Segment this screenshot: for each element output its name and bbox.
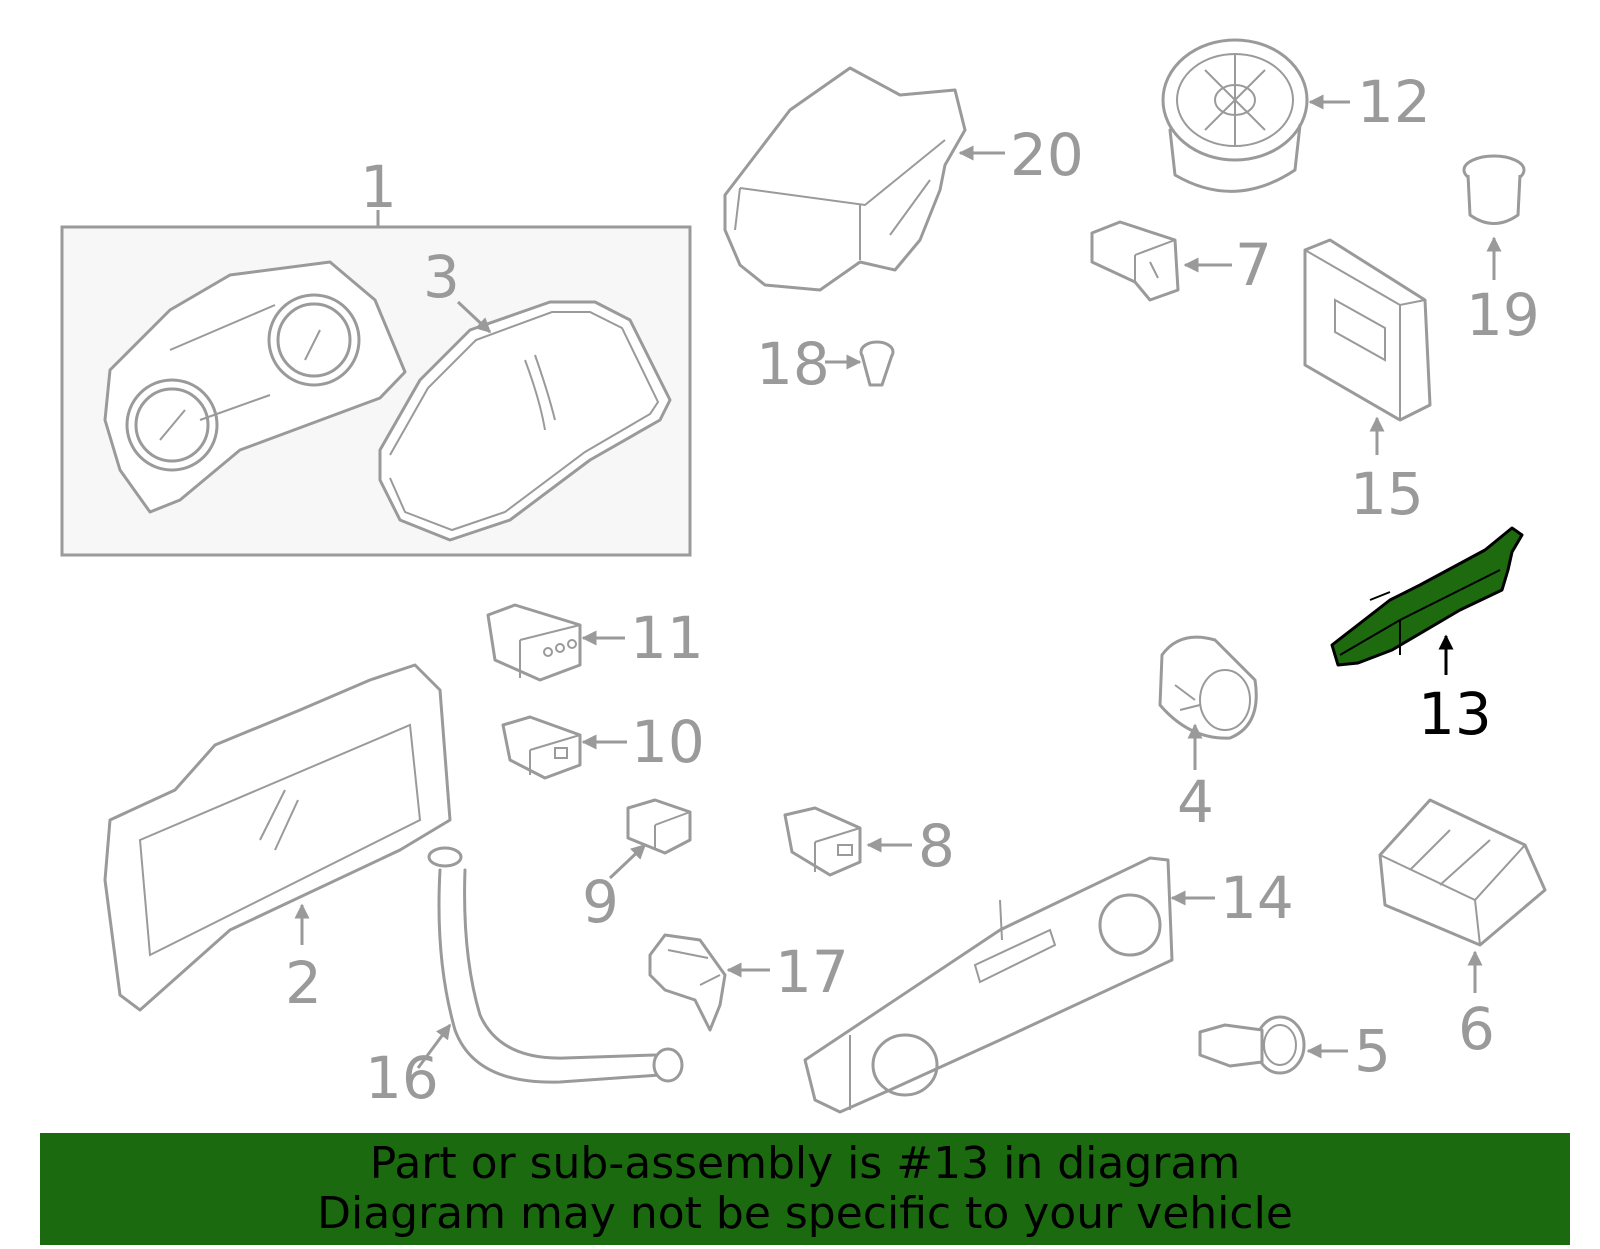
- callout-11: 11: [630, 604, 704, 672]
- part-15-control-module[interactable]: [1303, 238, 1432, 422]
- callout-9: 9: [582, 868, 619, 936]
- part-5-connector[interactable]: [1198, 1015, 1306, 1075]
- part-13-highlighted-module[interactable]: [1330, 526, 1524, 667]
- callout-13: 13: [1418, 680, 1492, 748]
- part-7-switch[interactable]: [1090, 220, 1180, 302]
- part-6-bracket[interactable]: [1378, 798, 1547, 947]
- callout-17: 17: [775, 938, 849, 1006]
- callout-5: 5: [1354, 1017, 1391, 1085]
- callout-14: 14: [1220, 864, 1294, 932]
- part-11-switch[interactable]: [486, 603, 582, 682]
- part-17-sensor[interactable]: [648, 933, 727, 1032]
- part-1-cluster-housing[interactable]: [103, 260, 407, 514]
- footer-banner: Part or sub-assembly is #13 in diagram D…: [40, 1133, 1570, 1245]
- callout-16: 16: [365, 1044, 439, 1112]
- callout-4: 4: [1177, 768, 1214, 836]
- part-9-switch[interactable]: [626, 798, 692, 855]
- part-16-duct[interactable]: [427, 846, 684, 1084]
- callout-7: 7: [1235, 231, 1272, 299]
- part-4-knob[interactable]: [1158, 635, 1258, 740]
- callout-1: 1: [360, 153, 397, 221]
- callout-18: 18: [756, 330, 830, 398]
- part-8-switch[interactable]: [783, 806, 862, 877]
- callout-6: 6: [1458, 995, 1495, 1063]
- part-14-climate-panel[interactable]: [803, 856, 1174, 1114]
- callout-2: 2: [285, 949, 322, 1017]
- callout-10: 10: [631, 708, 705, 776]
- callout-3: 3: [423, 243, 460, 311]
- callout-8: 8: [918, 812, 955, 880]
- callout-12: 12: [1357, 68, 1431, 136]
- part-20-radio-unit[interactable]: [723, 66, 967, 292]
- part-10-switch[interactable]: [501, 715, 582, 780]
- part-18-clip[interactable]: [859, 340, 895, 387]
- footer-line-1: Part or sub-assembly is #13 in diagram: [369, 1138, 1241, 1189]
- part-12-speaker[interactable]: [1161, 38, 1309, 193]
- callout-15: 15: [1350, 460, 1424, 528]
- footer-line-2: Diagram may not be specific to your vehi…: [317, 1188, 1293, 1239]
- part-19-cap[interactable]: [1462, 154, 1526, 225]
- callout-19: 19: [1466, 281, 1540, 349]
- callout-20: 20: [1010, 121, 1084, 189]
- part-2-display-cluster[interactable]: [103, 663, 452, 1012]
